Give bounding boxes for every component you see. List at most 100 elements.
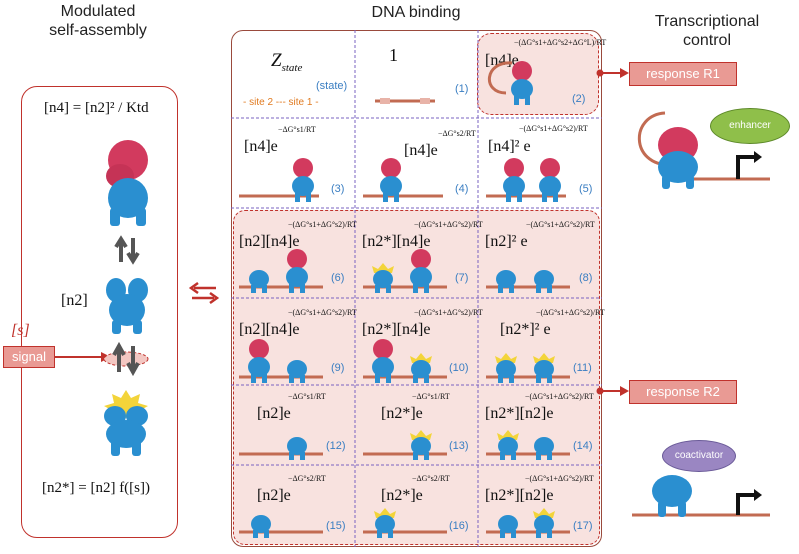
row3-protein-1-1 — [410, 249, 432, 293]
cell-6-number: (6) — [331, 272, 345, 284]
header-transcriptional-line2: control — [682, 32, 732, 49]
cell-2-loop — [488, 61, 513, 95]
row4-protein-0-1 — [287, 360, 307, 383]
cell-8-exponent: −(ΔG°s1+ΔG°s2)/RT — [526, 220, 595, 229]
cell-13-number: (13) — [449, 440, 469, 452]
cell-13-exponent: −ΔG°s1/RT — [412, 392, 450, 401]
row4-protein-2-0 — [495, 353, 517, 383]
row4-protein-0-0 — [248, 339, 270, 383]
cell-3-number: (3) — [331, 183, 345, 195]
header-self-assembly-line1: Modulated — [60, 3, 136, 20]
cell-3-exponent: −ΔG°s1/RT — [278, 125, 316, 134]
ligand-bound-dimer-icon — [104, 390, 148, 456]
cell-2-exponent: −(ΔG°s1+ΔG°s2+ΔG°L)/RT — [514, 38, 607, 47]
row3-protein-2-0 — [496, 270, 516, 293]
enhancer-loop-scene — [637, 111, 770, 189]
response-r2-button[interactable]: response R2 — [629, 380, 737, 404]
cell-6-exponent: −(ΔG°s1+ΔG°s2)/RT — [288, 220, 357, 229]
row3-protein-0-1 — [286, 249, 308, 293]
n4-equation: [n4] = [n2]² / Ktd — [44, 100, 149, 117]
cell-4-number: (4) — [455, 183, 469, 195]
cell-16-exponent: −ΔG°s2/RT — [412, 474, 450, 483]
row2-protein-2-1 — [539, 158, 561, 202]
row5-protein-2-0 — [497, 430, 519, 460]
modulated-arrows-icon — [103, 341, 149, 377]
row4-protein-2-1 — [533, 353, 555, 383]
cell-1-site1 — [420, 98, 430, 104]
header-dna-binding: DNA binding — [371, 4, 461, 21]
response-r1-connector — [596, 68, 629, 78]
cell-1-number: (1) — [455, 83, 469, 95]
cell-9-number: (9) — [331, 362, 345, 374]
row4-protein-1-1 — [410, 353, 432, 383]
cell-16-expr: [n2*]e — [381, 487, 423, 504]
header-transcriptional-control: Transcriptional control — [622, 12, 792, 50]
cell-10-expr: [n2*][n4]e — [362, 321, 431, 338]
cell-10-exponent: −(ΔG°s1+ΔG°s2)/RT — [414, 308, 483, 317]
cell-3-expr: [n4]e — [244, 138, 278, 155]
n2-label: [n2] — [61, 292, 88, 309]
n4-equation-text: [n4] = [n2]² / Ktd — [44, 100, 149, 116]
site-caption: - site 2 --- site 1 - — [243, 97, 319, 108]
state-caption: (state) — [316, 80, 348, 92]
cell-2-number: (2) — [572, 93, 586, 105]
cell-17-exponent: −(ΔG°s1+ΔG°s2)/RT — [525, 474, 594, 483]
dimer-icon — [106, 278, 148, 334]
row6-protein-2-1 — [533, 508, 555, 538]
response-r1-button[interactable]: response R1 — [629, 62, 737, 86]
cell-14-number: (14) — [573, 440, 593, 452]
row2-protein-1-0 — [380, 158, 402, 202]
signal-concentration-label: [s] — [11, 322, 30, 339]
cell-8-number: (8) — [579, 272, 593, 284]
cell-12-exponent: −ΔG°s1/RT — [288, 392, 326, 401]
zstate-label: Zstate — [271, 50, 302, 74]
cell-14-exponent: −(ΔG°s1+ΔG°s2)/RT — [525, 392, 594, 401]
row6-protein-1-0 — [374, 508, 396, 538]
cell-1-expr: 1 — [389, 45, 398, 65]
cell-13-expr: [n2*]e — [381, 405, 423, 422]
cell-15-number: (15) — [326, 520, 346, 532]
grid-lines — [231, 30, 602, 547]
cell-7-expr: [n2*][n4]e — [362, 233, 431, 250]
row3-protein-2-1 — [534, 270, 554, 293]
cell-15-exponent: −ΔG°s2/RT — [288, 474, 326, 483]
cell-1-site2 — [380, 98, 390, 104]
exchange-arrows-icon — [188, 281, 220, 305]
cell-12-expr: [n2]e — [257, 405, 291, 422]
cell-11-exponent: −(ΔG°s1+ΔG°s2)/RT — [536, 308, 605, 317]
row4-protein-1-0 — [372, 339, 394, 383]
cell-11-number: (11) — [573, 362, 592, 374]
cell-5-number: (5) — [579, 183, 593, 195]
row6-protein-2-0 — [498, 515, 518, 538]
cell-7-exponent: −(ΔG°s1+ΔG°s2)/RT — [414, 220, 483, 229]
cell-15-expr: [n2]e — [257, 487, 291, 504]
response-r2-connector — [596, 386, 629, 396]
cell-6-expr: [n2][n4]e — [239, 233, 300, 250]
row5-protein-0-0 — [287, 437, 307, 460]
signal-button[interactable]: signal — [3, 346, 55, 368]
cell-9-expr: [n2][n4]e — [239, 321, 300, 338]
row2-protein-0-0 — [292, 158, 314, 202]
header-self-assembly: Modulated self-assembly — [22, 2, 174, 40]
cell-7-number: (7) — [455, 272, 469, 284]
row2-protein-2-0 — [503, 158, 525, 202]
cell-9-exponent: −(ΔG°s1+ΔG°s2)/RT — [288, 308, 357, 317]
cell-17-expr: [n2*][n2]e — [485, 487, 554, 504]
coactivator-oval: coactivator — [662, 440, 736, 472]
header-self-assembly-line2: self-assembly — [49, 22, 147, 39]
cell-2-expr: [n4]e — [485, 52, 519, 69]
row5-protein-2-1 — [534, 437, 554, 460]
row6-protein-0-0 — [251, 515, 271, 538]
row3-protein-1-0 — [372, 263, 394, 293]
row5-protein-1-0 — [410, 430, 432, 460]
cell-16-number: (16) — [449, 520, 469, 532]
zstate-symbol: Z — [271, 50, 282, 71]
cell-2-tetramer — [511, 61, 533, 105]
cell-10-number: (10) — [449, 362, 469, 374]
cell-17-number: (17) — [573, 520, 593, 532]
looped-state-highlight — [477, 33, 599, 115]
cell-4-exponent: −ΔG°s2/RT — [438, 129, 476, 138]
cell-11-expr: [n2*]² e — [500, 321, 551, 338]
cell-5-expr: [n4]² e — [488, 138, 531, 155]
